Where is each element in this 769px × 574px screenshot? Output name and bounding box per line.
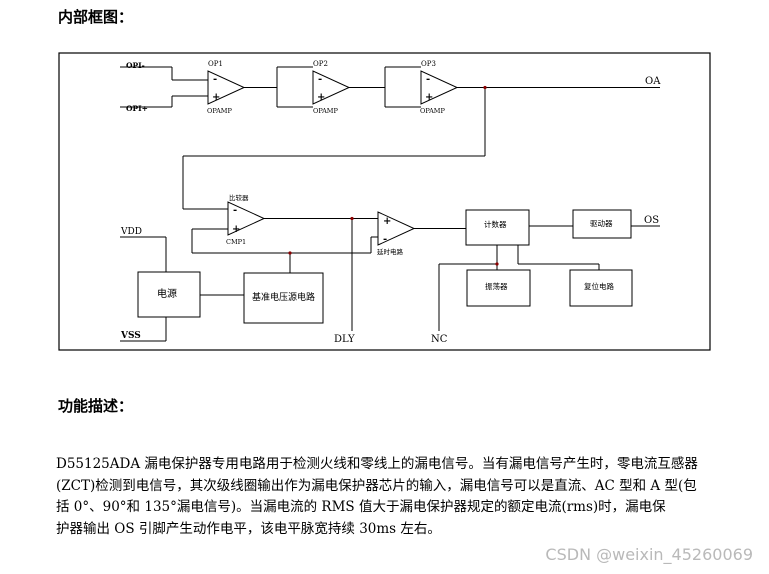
watermark: CSDN @weixin_45260069 [545, 545, 753, 564]
block-diagram: - + - + - + - + + - OPI- OPI+ OP1 OPAMP OP2 O… [58, 52, 711, 351]
opamp-2-name: OP2 [313, 60, 328, 68]
reference-block [243, 272, 324, 324]
reset-block-label: 复位电路 [584, 281, 614, 291]
comparator-symbol [227, 201, 266, 236]
svg-text:-: - [213, 74, 217, 85]
svg-text:-: - [233, 205, 237, 216]
opamp-1-sub: OPAMP [207, 107, 232, 115]
delay-circuit-label: 延时电路 [377, 247, 404, 256]
power-block-label: 电源 [157, 287, 177, 300]
svg-text:-: - [318, 74, 322, 85]
description-line: 护器输出 OS 引脚产生动作电平，该电平脉宽持续 30ms 左右。 [56, 520, 441, 537]
comparator-id: CMP1 [226, 238, 246, 246]
description-line: (ZCT)检测到电信号，其次级线圈输出作为漏电保护器芯片的输入，漏电信号可以是直… [56, 477, 697, 494]
diagram-frame [58, 52, 711, 351]
input-op-minus-label: OPI- [126, 61, 145, 70]
counter-block-label: 计数器 [484, 219, 507, 229]
dly-pin-label: DLY [334, 334, 355, 345]
delay-circuit-symbol [377, 211, 416, 246]
input-op-plus-label: OPI+ [126, 104, 148, 113]
driver-block [572, 209, 632, 239]
oscillator-block-label: 振荡器 [485, 281, 508, 291]
output-os-label: OS [644, 215, 659, 226]
opamp-2-sub: OPAMP [313, 107, 338, 115]
description-line: 括 0°、90°和 135°漏电信号)。当漏电流的 RMS 值大于漏电保护器规定… [56, 499, 666, 515]
opamp-2-symbol [312, 70, 351, 105]
opamp-3-sub: OPAMP [420, 107, 445, 115]
svg-text:+: + [317, 92, 325, 103]
reset-block [569, 269, 633, 307]
comparator-label: 比较器 [229, 193, 249, 202]
output-oa-label: OA [645, 76, 661, 87]
reference-block-label: 基准电压源电路 [252, 291, 315, 303]
opamp-1-symbol [207, 70, 246, 105]
svg-text:+: + [232, 224, 240, 235]
svg-text:-: - [426, 74, 430, 85]
svg-text:+: + [212, 92, 220, 103]
svg-text:+: + [425, 92, 433, 103]
svg-text:-: - [383, 234, 387, 245]
description-line: D55125ADA 漏电保护器专用电路用于检测火线和零线上的漏电信号。当有漏电信… [56, 456, 698, 472]
opamp-3-name: OP3 [421, 60, 436, 68]
vss-label: VSS [120, 331, 141, 341]
description-paragraph: D55125ADA 漏电保护器专用电路用于检测火线和零线上的漏电信号。当有漏电信… [56, 454, 704, 540]
oscillator-block [466, 269, 531, 307]
driver-block-label: 驱动器 [590, 218, 613, 228]
opamp-3-symbol [420, 70, 459, 105]
svg-text:+: + [383, 216, 391, 227]
function-description-heading: 功能描述： [58, 397, 134, 415]
nc-pin-label: NC [431, 334, 448, 345]
block-diagram-heading: 内部框图： [58, 8, 134, 26]
opamp-1-name: OP1 [208, 60, 223, 68]
vdd-label: VDD [120, 227, 142, 237]
